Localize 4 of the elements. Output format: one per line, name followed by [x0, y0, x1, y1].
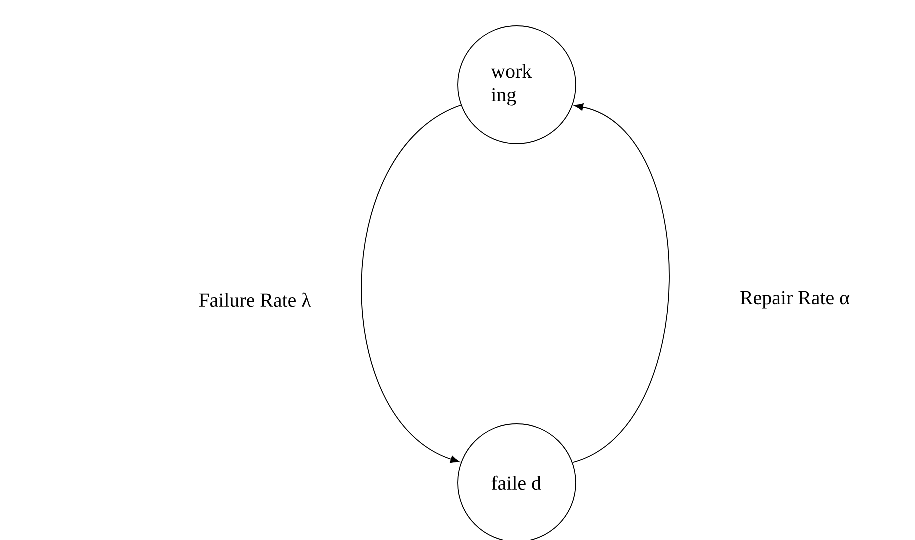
edge-label: Failure Rate λ	[199, 292, 312, 308]
arrow	[572, 104, 670, 464]
arrow	[361, 104, 462, 464]
edge-label: Repair Rate α	[740, 291, 850, 309]
